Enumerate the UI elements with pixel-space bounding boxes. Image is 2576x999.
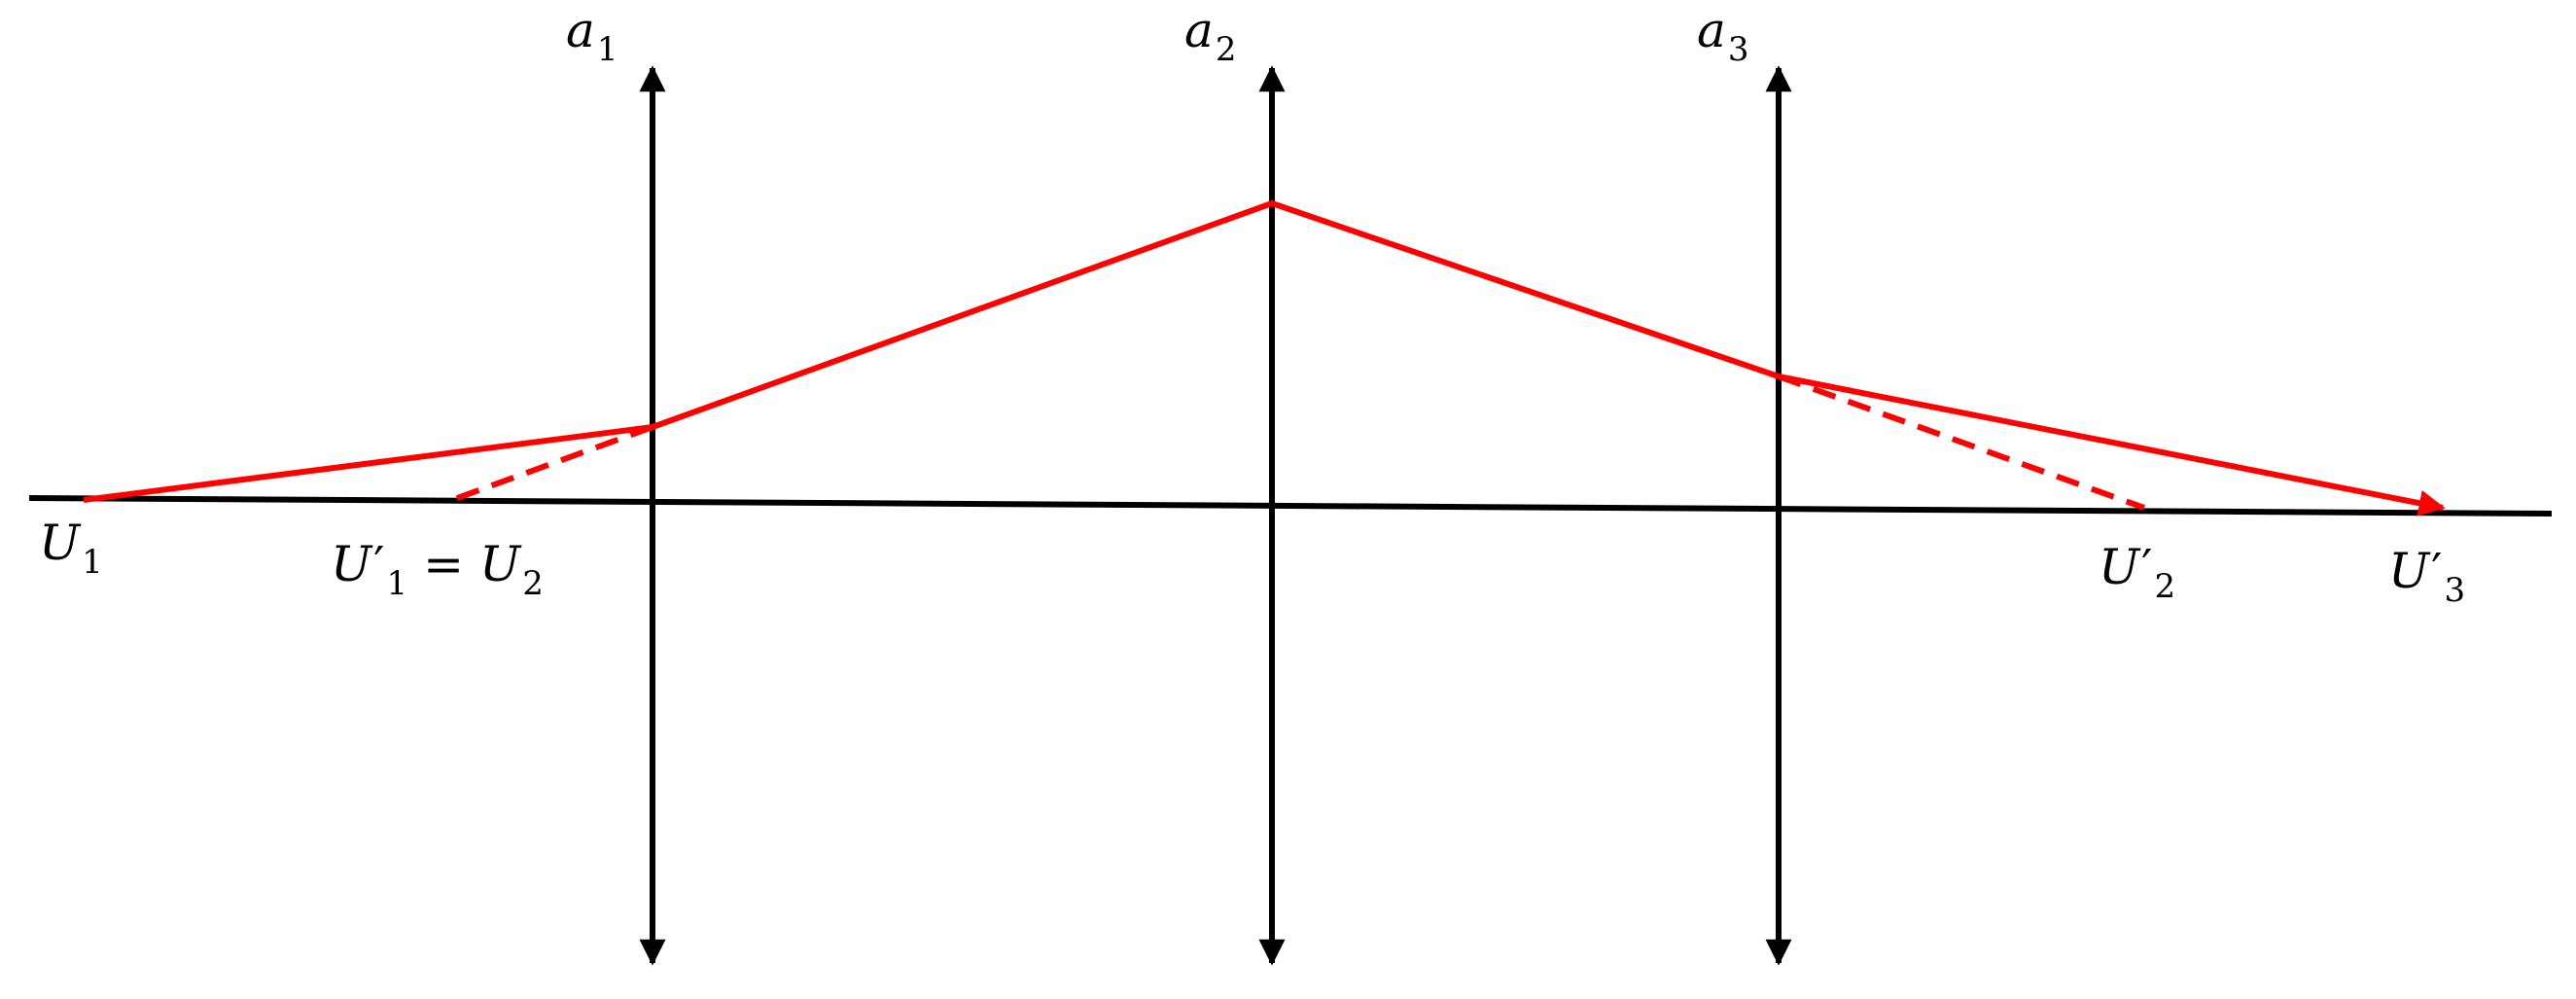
lens-a2-label: a2 (1184, 2, 1237, 69)
virtual-ray-u2prime (1777, 374, 2146, 511)
point-u1-label: U1 (39, 515, 103, 582)
light-ray (83, 200, 2446, 517)
point-u1prime-eq-u2-label: U′1=U2 (331, 536, 544, 603)
point-u3prime-label: U′3 (2388, 543, 2466, 610)
point-u2prime-label: U′2 (2099, 539, 2176, 606)
optical-axis (28, 495, 2553, 517)
lens-a3-label: a3 (1697, 2, 1749, 69)
lens-a1-label: a1 (566, 2, 618, 69)
